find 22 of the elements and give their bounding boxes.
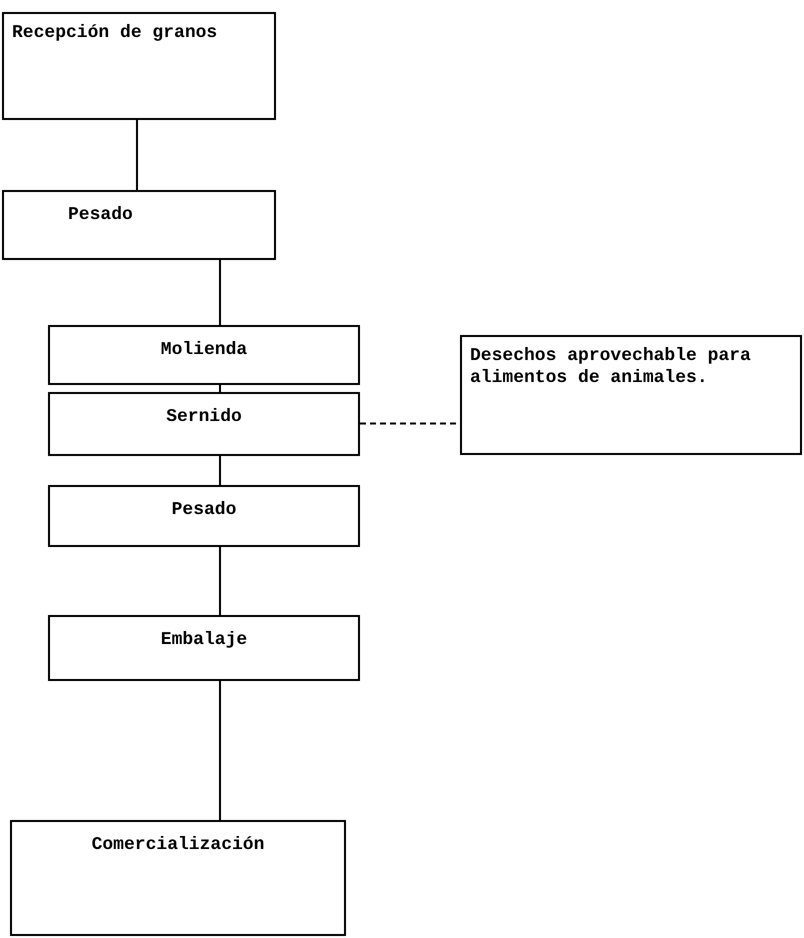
box-label: Pesado	[172, 499, 236, 521]
box-label: Molienda	[160, 339, 248, 361]
box-label: Comercialización	[92, 834, 264, 856]
process-box	[460, 335, 802, 455]
connector-line	[136, 120, 138, 190]
process-box	[48, 392, 360, 456]
process-box	[48, 485, 360, 547]
box-label: Embalaje	[160, 629, 248, 651]
connector-line	[219, 456, 221, 485]
connector-line	[219, 260, 221, 325]
connector-line	[219, 385, 221, 392]
process-box	[10, 820, 346, 936]
box-label: Sernido	[166, 406, 242, 428]
process-box	[2, 190, 276, 260]
process-box	[2, 12, 276, 120]
box-label: Recepción de granos	[12, 22, 218, 44]
connector-line	[219, 547, 221, 615]
box-label: Desechos aprovechable para alimentos de animales.	[470, 345, 752, 389]
process-box	[48, 325, 360, 385]
box-label: Pesado	[68, 204, 133, 226]
connector-line	[219, 681, 221, 820]
process-box	[48, 615, 360, 681]
